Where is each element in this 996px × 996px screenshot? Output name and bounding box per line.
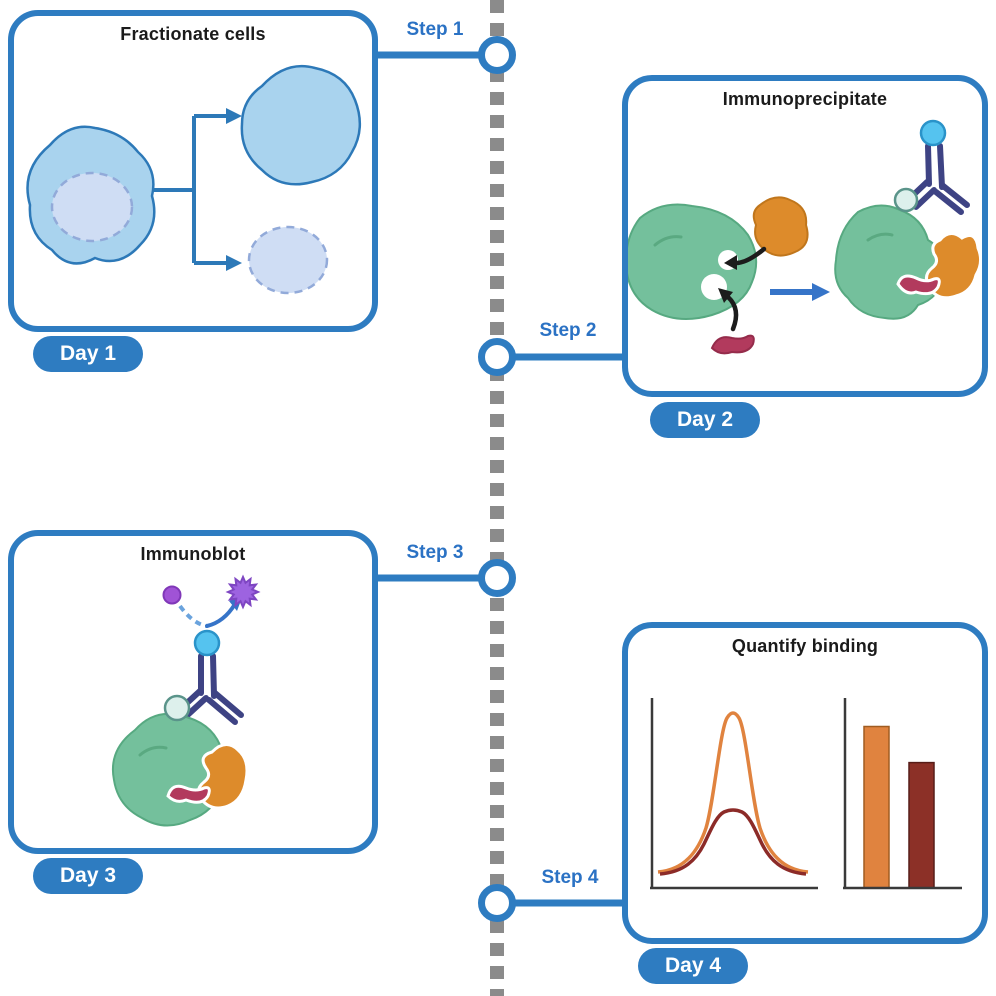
bar-chart — [843, 698, 962, 890]
bead-icon — [163, 694, 191, 722]
nuclear-fraction-illustration — [247, 225, 329, 295]
step-label-1: Step 1 — [406, 19, 464, 40]
panel-immunoblot: Immunoblot — [8, 530, 378, 854]
curve-chart — [650, 698, 818, 890]
substrate-dot-icon — [162, 585, 182, 605]
arrowhead-icon — [226, 108, 242, 124]
panel-title: Quantify binding — [731, 636, 879, 656]
step-label-3: Step 3 — [406, 542, 464, 563]
quantify-binding-illustration — [650, 698, 962, 890]
red-protein-bound-illustration — [166, 784, 211, 804]
cytoplasmic-fraction-illustration — [240, 64, 361, 186]
step3-node-circle — [478, 559, 516, 597]
protein-texture — [653, 235, 683, 247]
dark-red-curve — [659, 808, 807, 876]
reaction-arrow-icon — [770, 283, 830, 301]
orange-curve — [657, 711, 809, 874]
bead-icon — [893, 187, 919, 213]
conversion-arrow — [205, 602, 237, 628]
panel-title: Immunoprecipitate — [722, 89, 888, 109]
panel-immunoprecipitate: Immunoprecipitate — [622, 75, 988, 397]
arrowhead-icon — [724, 255, 737, 270]
protein-texture — [138, 745, 168, 757]
step1-connector — [378, 36, 516, 74]
step-label-2: Step 2 — [539, 320, 597, 341]
day-badge-1: Day 1 — [33, 336, 143, 372]
day-badge-4: Day 4 — [638, 948, 748, 984]
step3-connector — [378, 559, 516, 597]
panel-quantify-binding: Quantify binding — [622, 622, 988, 944]
day-badge-2: Day 2 — [650, 402, 760, 438]
tag-cyan-icon — [919, 119, 947, 147]
binding-arrows — [718, 246, 767, 332]
dark-red-bar — [908, 761, 935, 889]
arrowhead-icon — [718, 288, 733, 303]
fractionate-cells-illustration — [26, 64, 361, 295]
step2-node-circle — [478, 338, 516, 376]
step4-connector — [478, 884, 625, 922]
step2-connector — [478, 338, 625, 376]
protein-texture — [866, 232, 894, 242]
panel-fractionate-cells: Fractionate cells — [8, 10, 378, 332]
immunoprecipitate-illustration — [624, 119, 983, 355]
immunoblot-illustration — [112, 574, 261, 827]
tag-cyan-icon — [193, 629, 221, 657]
orange-protein-illustration — [752, 196, 809, 257]
panel-title: Fractionate cells — [120, 24, 266, 44]
panel-title: Immunoblot — [140, 544, 246, 564]
signal-burst-icon — [225, 574, 261, 610]
red-protein-bound-illustration — [896, 274, 941, 296]
red-protein-illustration — [710, 334, 755, 355]
nucleus-illustration — [50, 171, 134, 243]
conversion-arrow-dashed — [178, 604, 208, 628]
day-badge-3: Day 3 — [33, 858, 143, 894]
arrowhead-icon — [226, 255, 242, 271]
step4-node-circle — [478, 884, 516, 922]
step1-node-circle — [478, 36, 516, 74]
step-label-4: Step 4 — [541, 867, 599, 888]
